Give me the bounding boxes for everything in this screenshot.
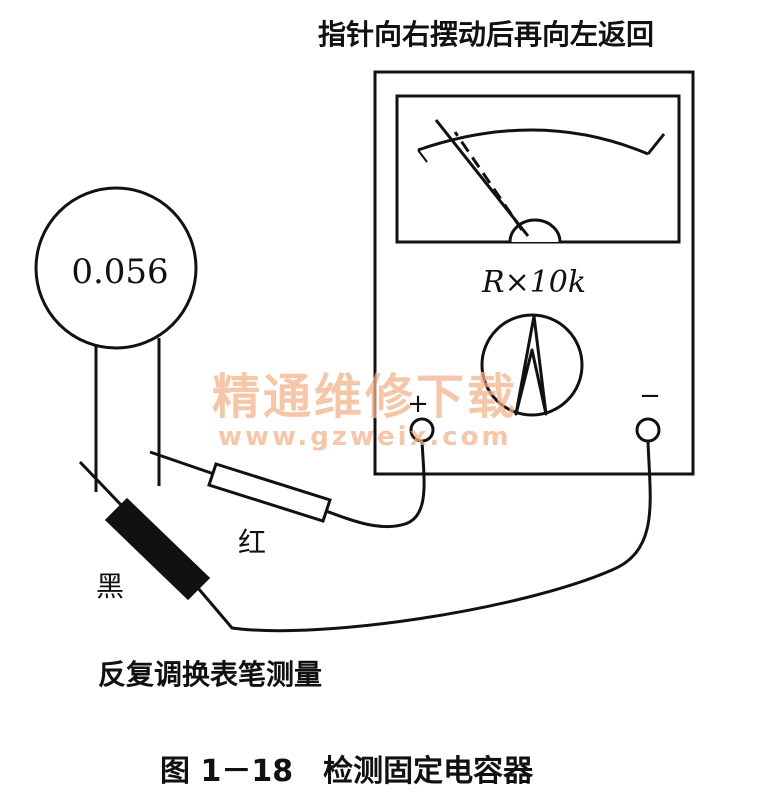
top-annotation: 指针向右摆动后再向左返回 [318,18,654,51]
capacitor-value: 0.056 [71,252,168,292]
range-selector-knob[interactable] [480,313,584,417]
black-probe-label: 黑 [96,570,124,603]
watermark-line2: www.gzweix.com [218,422,512,452]
multimeter: R×10k + − [373,70,695,476]
range-setting: R×10k [481,265,586,300]
terminal-plus-label: + [407,389,429,419]
figure-caption: 图 1－18 检测固定电容器 [160,754,534,789]
capacitor-body [34,186,198,350]
terminal-minus[interactable] [635,417,661,443]
dial-scale-right-tick [646,133,666,155]
red-probe-label: 红 [238,526,266,559]
red-probe[interactable] [149,440,426,529]
multimeter-body [373,70,695,476]
instruction-text: 反复调换表笔测量 [98,658,322,691]
dial-scale-left-tick [417,149,428,163]
dial-scale-arc [417,128,649,156]
watermark: 精通维修下载 www.gzweix.com [212,369,518,452]
watermark-line1: 精通维修下载 [212,369,518,425]
needle-solid [434,119,530,237]
needle-pivot [508,218,562,243]
capacitor: 0.056 [34,186,198,492]
terminal-minus-label: − [639,381,661,411]
black-probe[interactable] [78,440,652,633]
needle-dashed [453,131,524,231]
